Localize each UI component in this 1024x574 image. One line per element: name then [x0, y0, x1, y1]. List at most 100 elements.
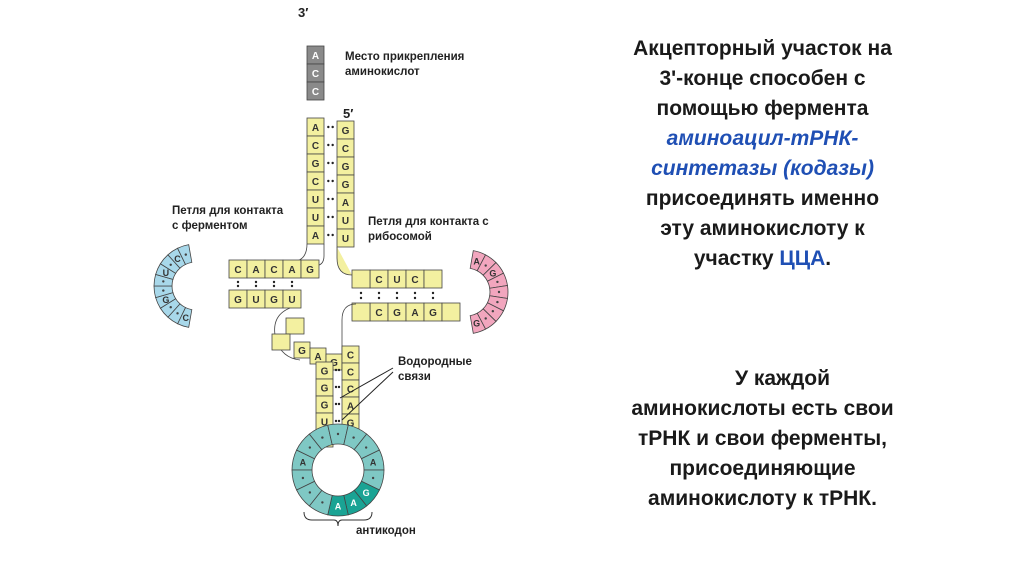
t-arm-nucleotide	[423, 269, 443, 289]
anticodon-stem-nucleotide: C	[341, 362, 360, 381]
enzymes-line-4: присоединяющие	[669, 457, 856, 480]
nucleotide-letter: G	[234, 295, 242, 306]
hydrogen-bond-dot	[290, 284, 294, 288]
hydrogen-bond-dot	[331, 215, 334, 219]
d-arm-nucleotide: G	[264, 289, 284, 309]
nucleotide-letter: G	[342, 162, 350, 173]
anticodon-stem-nucleotide: G	[315, 361, 334, 380]
ribosome-loop-label: Петля для контакта с рибосомой	[368, 216, 489, 243]
nucleotide-letter: A	[288, 265, 295, 276]
nucleotide-letter: C	[347, 385, 354, 396]
acceptor-stem-nucleotide: U	[306, 207, 325, 227]
hydrogen-bond-dot	[431, 296, 435, 300]
nucleotide-letter: C	[312, 69, 319, 80]
nucleotide-letter: C	[174, 254, 181, 264]
hydrogen-bond-dot	[327, 179, 330, 183]
hydrogen-bond-dot	[272, 280, 276, 284]
hydrogen-bond-dot	[431, 291, 435, 295]
cca-term: ЦЦА	[779, 247, 826, 270]
nucleotide-letter: A	[312, 51, 319, 62]
hydrogen-bond-dot	[331, 125, 334, 129]
t-arm-nucleotide: A	[405, 302, 425, 322]
enzymes-line-5: аминокислоту к тРНК.	[648, 487, 877, 510]
nucleotide-letter: U	[342, 216, 349, 227]
nucleotide-letter: G	[298, 346, 306, 357]
acceptor-stem-nucleotide: C	[306, 135, 325, 155]
nucleotide-letter: A	[342, 198, 349, 209]
d-arm-nucleotide: U	[246, 289, 266, 309]
anticodon-label: антикодон	[356, 525, 416, 537]
anticodon-stem-nucleotide: C	[341, 345, 360, 364]
acceptor-tail-nucleotide: C	[306, 81, 325, 101]
nucleotide-letter: C	[312, 87, 319, 98]
acceptor-line-6: участку ЦЦА.	[525, 244, 1000, 274]
nucleotide-letter: G	[342, 180, 350, 191]
variable-loop-nucleotide	[285, 317, 305, 335]
acceptor-stem-nucleotide: C	[306, 171, 325, 191]
nucleotide-letter: G	[342, 126, 350, 137]
variable-loop-nucleotide	[271, 333, 291, 351]
nucleotide-letter: U	[393, 275, 400, 286]
nucleotide-letter: C	[342, 144, 349, 155]
hydrogen-bond-dot	[337, 419, 341, 423]
acceptor-stem-nucleotide: U	[336, 210, 355, 230]
hydrogen-bond-dot	[334, 402, 338, 406]
hydrogen-bond-dot	[327, 233, 330, 237]
nucleotide-letter: G	[312, 159, 320, 170]
hydrogen-bond-pointer	[341, 371, 394, 421]
nucleotide-letter: C	[270, 265, 277, 276]
nucleotide-letter: G	[363, 488, 370, 498]
acceptor-tail-nucleotide: A	[306, 45, 325, 65]
nucleotide-letter: G	[321, 367, 329, 378]
nucleotide-letter: A	[252, 265, 259, 276]
nucleotide-letter: G	[321, 384, 329, 395]
t-arm-nucleotide: C	[369, 269, 389, 289]
t-arm-nucleotide: C	[405, 269, 425, 289]
acceptor-stem-nucleotide: G	[306, 153, 325, 173]
hydrogen-bond-dot	[236, 284, 240, 288]
acceptor-stem-nucleotide: C	[336, 138, 355, 158]
hydrogen-bond-dot	[254, 280, 258, 284]
nucleotide-letter: C	[312, 141, 319, 152]
hydrogen-bond-dot	[337, 402, 341, 406]
five-prime-end-label: 5′	[343, 106, 354, 121]
nucleotide-letter: A	[300, 457, 307, 467]
d-arm-nucleotide: U	[282, 289, 302, 309]
nucleotide-letter: U	[342, 234, 349, 245]
nucleotide-letter: G	[270, 295, 278, 306]
anticodon-stem-nucleotide: G	[315, 395, 334, 414]
hydrogen-bond-dot	[334, 419, 338, 423]
t-arm-nucleotide: G	[387, 302, 407, 322]
d-arm-nucleotide: C	[264, 259, 284, 279]
nucleotide-letter: C	[312, 177, 319, 188]
hydrogen-bond-dot	[327, 197, 330, 201]
hydrogen-bond-dot	[413, 291, 417, 295]
acceptor-line-4: присоединять именно	[645, 187, 880, 210]
t-arm-nucleotide: U	[387, 269, 407, 289]
hydrogen-bond-dot	[395, 291, 399, 295]
t-loop-nucleotide: G	[469, 312, 487, 334]
nucleotide-letter: C	[411, 275, 418, 286]
hydrogen-bond-dot	[359, 296, 363, 300]
acceptor-stem-nucleotide: U	[306, 189, 325, 209]
nucleotide-letter: A	[411, 308, 418, 319]
t-arm-nucleotide: C	[369, 302, 389, 322]
hydrogen-bond-dot	[377, 291, 381, 295]
nucleotide-letter: G	[347, 419, 355, 430]
acceptor-line-6-end: .	[825, 247, 832, 270]
nucleotide-letter: C	[234, 265, 241, 276]
nucleotide-letter: U	[312, 195, 319, 206]
enzymes-line-1: У каждой	[734, 367, 831, 390]
nucleotide-letter: G	[306, 265, 314, 276]
hydrogen-bond-dot	[331, 179, 334, 183]
nucleotide-letter: A	[347, 402, 354, 413]
acceptor-line-1: Акцепторный участок на	[633, 37, 892, 60]
acceptor-stem-nucleotide: A	[306, 117, 325, 137]
acceptor-stem-nucleotide: U	[336, 228, 355, 248]
t-arm-nucleotide: G	[423, 302, 443, 322]
hydrogen-bond-dot	[334, 368, 338, 372]
hydrogen-bonds-label: Водородные связи	[398, 356, 472, 383]
hydrogen-bond-dot	[327, 215, 330, 219]
acceptor-stem-nucleotide: G	[336, 120, 355, 140]
